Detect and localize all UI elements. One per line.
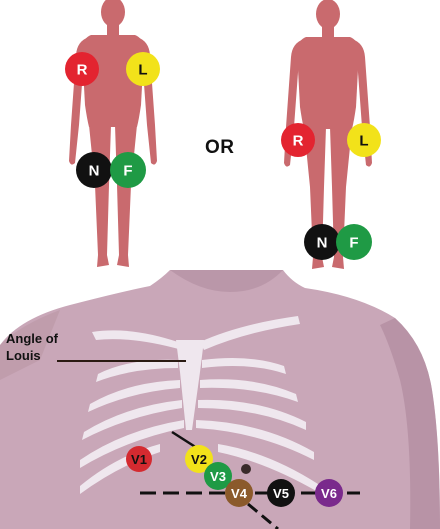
rib [82,400,182,440]
rib [200,379,298,402]
electrode-label: V1 [131,452,147,467]
electrode-label: L [359,133,368,150]
chest-electrode-v5: V5 [267,479,295,507]
electrode-label: V6 [321,486,337,501]
angle-of-louis-label: Angle of Louis [6,330,58,364]
limb-electrode-l: L [126,52,160,86]
limb-electrode-r: R [65,52,99,86]
or-separator-label: OR [205,137,235,158]
rib [198,399,306,430]
electrode-label: V4 [231,486,248,501]
angle-label-line-1: Angle of [6,331,58,346]
electrode-label: R [293,133,304,150]
electrode-label: V5 [273,486,289,501]
limb-electrode-f: F [110,152,146,188]
electrode-label: F [123,163,132,180]
chest-electrode-v2: V2 [185,445,213,473]
body-silhouette [69,0,157,267]
chest-skin [0,270,440,529]
electrode-label: N [89,163,100,180]
electrode-label: N [317,235,328,252]
electrode-label: V2 [191,452,207,467]
left-clavicle [92,330,182,350]
electrode-label: R [77,62,88,79]
neck-shadow [170,270,283,292]
chest-electrode-v3: V3 [204,462,232,490]
limb-electrode-l: L [347,123,381,157]
right-clavicle [200,316,300,350]
electrode-label: V3 [210,469,226,484]
electrode-label: L [138,62,147,79]
limb-electrode-n: N [304,224,340,260]
rib [80,420,184,468]
rib [88,380,180,412]
nipple [241,464,251,474]
right-shoulder-shade [380,318,440,529]
left-human-figure [69,0,157,267]
chest-electrode-v1: V1 [126,446,152,472]
left-shoulder-shade [0,310,60,380]
rib [96,359,178,382]
limb-electrode-f: F [336,224,372,260]
rib-margin-dashed-line [247,502,279,529]
electrode-label: F [349,235,358,252]
rib [218,444,318,492]
angle-label-line-2: Louis [6,348,41,363]
limb-electrode-n: N [76,152,112,188]
chest-electrode-v6: V6 [315,479,343,507]
rib [202,358,286,374]
sternum [176,340,204,430]
rib [196,420,314,460]
chest-illustration: V1 V2 V3 V4 V5 V6 [0,270,440,529]
chest-electrode-v4: V4 [225,479,253,507]
limb-electrode-r: R [281,123,315,157]
